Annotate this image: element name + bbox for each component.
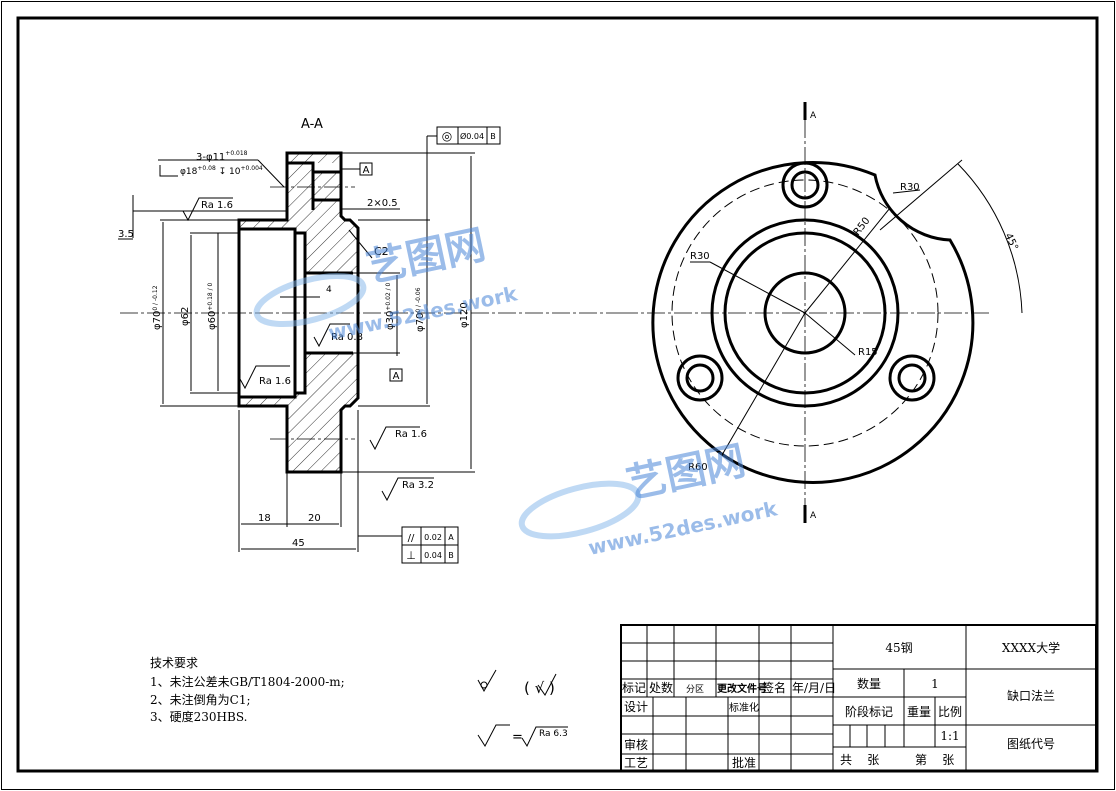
watermark-url-2: www.52des.work (586, 496, 780, 560)
weight-label: 重量 (907, 705, 931, 719)
counterbore-hole (287, 161, 341, 210)
front-view: A A R30 45° R50 R30 R15 R60 (620, 102, 1023, 523)
equals-sign: = (512, 730, 523, 745)
svg-text:A: A (448, 533, 454, 542)
technical-requirements: 技术要求 1、未注公差未GB/T1804-2000-m; 2、未注倒角为C1; … (150, 656, 568, 748)
header-date: 年/月/日 (792, 681, 836, 695)
watermark-logo-2: 艺图网 (623, 438, 750, 508)
header-signature: 签名 (762, 680, 786, 695)
hatch-upper-body (239, 200, 358, 273)
design-label: 设计 (624, 700, 648, 714)
dim-r15: R15 (858, 347, 878, 358)
total-sheets: 共 张 (840, 753, 879, 767)
section-outline (237, 151, 360, 474)
dim-phi120: φ120 (459, 302, 470, 328)
dim-r50: R50 (852, 216, 873, 238)
svg-text:⊥: ⊥ (406, 549, 416, 562)
header-change-doc: 更改文件号 (717, 682, 767, 695)
header-zone: 分区 (686, 684, 704, 695)
svg-text:B: B (448, 551, 454, 560)
dim-phi60: φ60+0.18 / 0 (207, 282, 218, 330)
dim-angle-45: 45° (1002, 232, 1019, 253)
ra-bore-label: Ra 1.6 (259, 376, 291, 387)
sheet-number: 第 张 (915, 753, 954, 767)
dim-4: 4 (326, 285, 332, 295)
school-name: XXXX大学 (1002, 640, 1060, 655)
chamfer-c2: C2 (374, 245, 389, 258)
dim-phi70-left: φ700 / -0.12 (152, 285, 163, 330)
hatch-lower-body (239, 353, 358, 472)
hole-spec: 3-φ11+0.018 (196, 150, 248, 163)
review-label: 审核 (624, 737, 648, 752)
counterbore-spec: φ18+0.08 ↧ 10+0.004 (180, 165, 263, 177)
dim-18: 18 (258, 513, 271, 524)
ra-face-label: Ra 1.6 (395, 429, 427, 440)
dim-phi62: φ62 (180, 307, 191, 326)
tech-item: 3、硬度230HBS. (150, 709, 247, 724)
ra-inner-label: Ra 0.8 (331, 332, 363, 343)
stage-mark-label: 阶段标记 (845, 704, 893, 719)
svg-text:0.04: 0.04 (424, 551, 442, 560)
tech-title: 技术要求 (150, 656, 198, 670)
part-name: 缺口法兰 (1007, 688, 1055, 703)
datum-a2-label: A (393, 371, 400, 382)
header-mark: 标记 (622, 681, 646, 695)
svg-text:0.02: 0.02 (424, 533, 442, 542)
section-view: A-A (118, 117, 620, 564)
default-roughness: Ra 6.3 (539, 729, 568, 739)
other-surfaces-symbol: ( √ ) (524, 679, 555, 697)
inner-frame (16, 16, 1099, 773)
scale-value: 1:1 (940, 729, 959, 743)
quantity-value: 1 (931, 677, 939, 691)
scale-label: 比例 (938, 705, 962, 719)
cut-label-bottom: A (810, 511, 817, 521)
cut-label-top: A (810, 111, 817, 121)
drawing-number: 图纸代号 (1007, 737, 1055, 751)
title-block: 标记 处数 分区 更改文件号 签名 年/月/日 设计 标准化 审核 工艺 批准 … (620, 624, 1097, 772)
dim-20: 20 (308, 513, 321, 524)
svg-text://: // (408, 533, 415, 544)
datum-a-label: A (363, 165, 370, 176)
dim-3-5: 3.5 (118, 229, 134, 240)
approve-label: 批准 (732, 755, 756, 770)
section-title: A-A (301, 117, 323, 132)
dim-r30: R30 (690, 251, 710, 262)
svg-text:B: B (490, 132, 496, 141)
roughness-symbols (182, 197, 434, 502)
dim-phi70-right: φ700 / -0.06 (415, 287, 426, 332)
fcf-concentricity: ◎ Ø0.04 B (436, 126, 501, 145)
watermark-url: www.52des.work (326, 281, 520, 345)
flange-outline-notched (651, 160, 975, 484)
datum-a2-box (389, 368, 403, 382)
header-count: 处数 (649, 680, 673, 695)
standardization-label: 标准化 (729, 701, 759, 714)
tech-item: 1、未注公差未GB/T1804-2000-m; (150, 674, 345, 689)
svg-text:◎: ◎ (442, 129, 452, 143)
material: 45钢 (885, 641, 912, 655)
ra-top-label: Ra 1.6 (201, 200, 233, 211)
front-dimension-lines (690, 159, 1023, 456)
fcf-parallel: // 0.02 A ⊥ 0.04 B (401, 526, 459, 564)
dim-r60: R60 (688, 462, 708, 473)
quantity-label: 数量 (857, 676, 881, 691)
dim-phi30: φ30+0.02 / 0 (385, 282, 396, 330)
tech-item: 2、未注倒角为C1; (150, 692, 251, 707)
watermark-logo: 艺图网 (363, 222, 490, 292)
dim-r30-notch: R30 (900, 182, 920, 193)
roughness-legend-symbols (477, 669, 568, 748)
dim-groove: 2×0.5 (367, 198, 398, 209)
dim-45: 45 (292, 538, 305, 549)
center-line (120, 186, 620, 440)
ra-flange-label: Ra 3.2 (402, 480, 434, 491)
dimension-lines (118, 135, 475, 552)
process-label: 工艺 (624, 756, 648, 770)
svg-text:Ø0.04: Ø0.04 (460, 131, 484, 141)
